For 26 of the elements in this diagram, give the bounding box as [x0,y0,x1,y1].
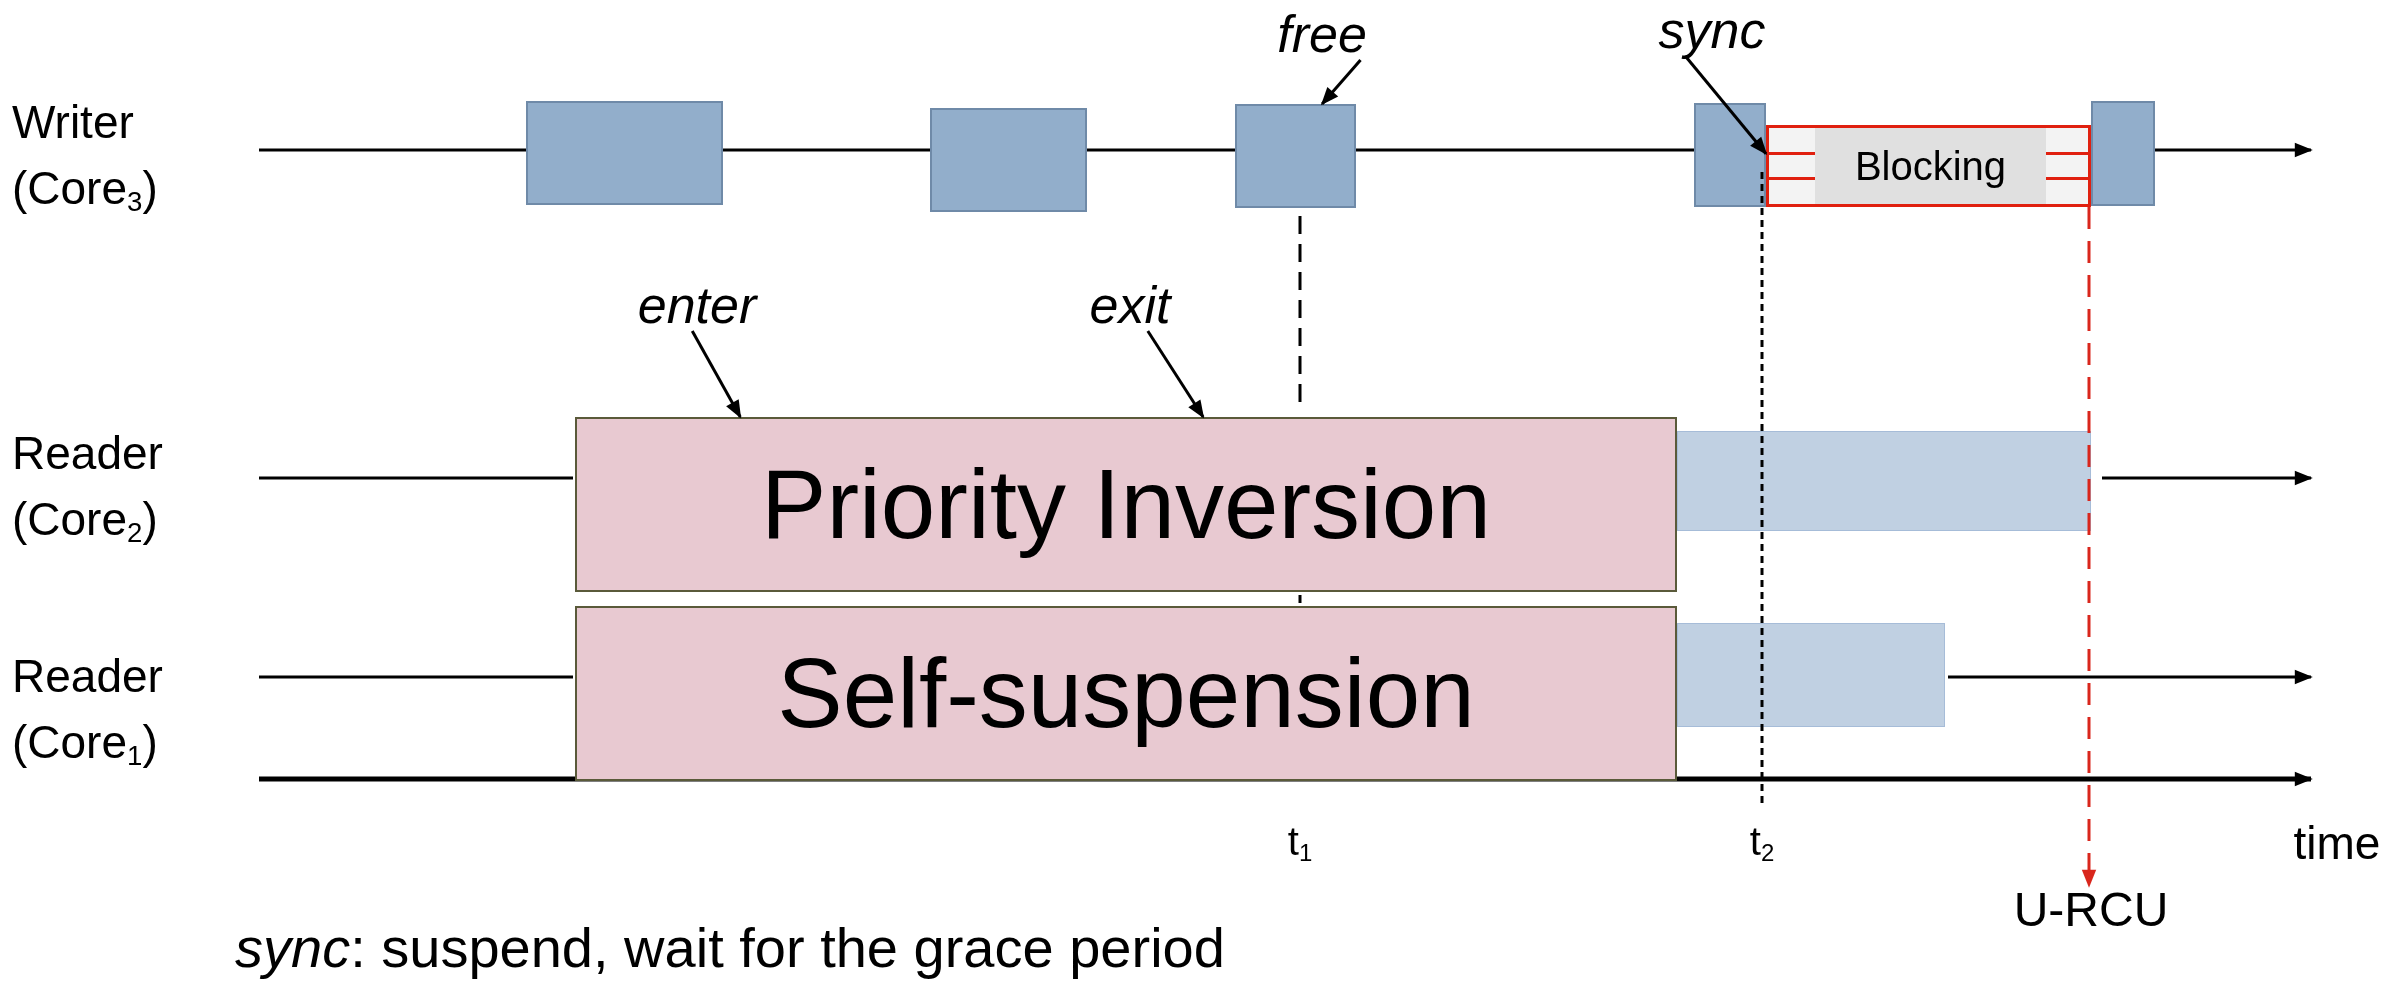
task-block [1235,104,1356,208]
leader-arrow [690,330,742,419]
task-block [2091,101,2155,206]
task-block [930,108,1087,212]
row-label: Writer (Core$_{3}$) [12,95,159,219]
task-block [1694,103,1766,207]
event-label: exit [1089,279,1171,331]
row-label: Reader (Core$_{1}$) [12,649,164,773]
event-label: free [1277,8,1367,60]
leader-arrow [1146,330,1205,419]
time-label: t$_{2}$ [1749,818,1775,868]
axis-label: time [2293,816,2381,871]
phase-box: Self-suspension [575,606,1677,781]
task-block [526,101,723,205]
event-label: enter [637,279,757,331]
row-label: Reader (Core$_{2}$) [12,426,164,550]
blocking-label: Blocking [1815,128,2046,204]
leader-arrow [1320,59,1362,106]
time-label: t$_{1}$ [1287,818,1313,868]
marker-label: U-RCU [2013,886,2169,934]
phase-box: Priority Inversion [575,417,1677,592]
blocking-region [1766,125,2091,207]
dashed-arrow [2081,207,2097,888]
caption: sync: suspend, wait for the grace period [235,915,1225,981]
execution-bar [1677,431,2091,531]
execution-bar [1677,623,1945,727]
